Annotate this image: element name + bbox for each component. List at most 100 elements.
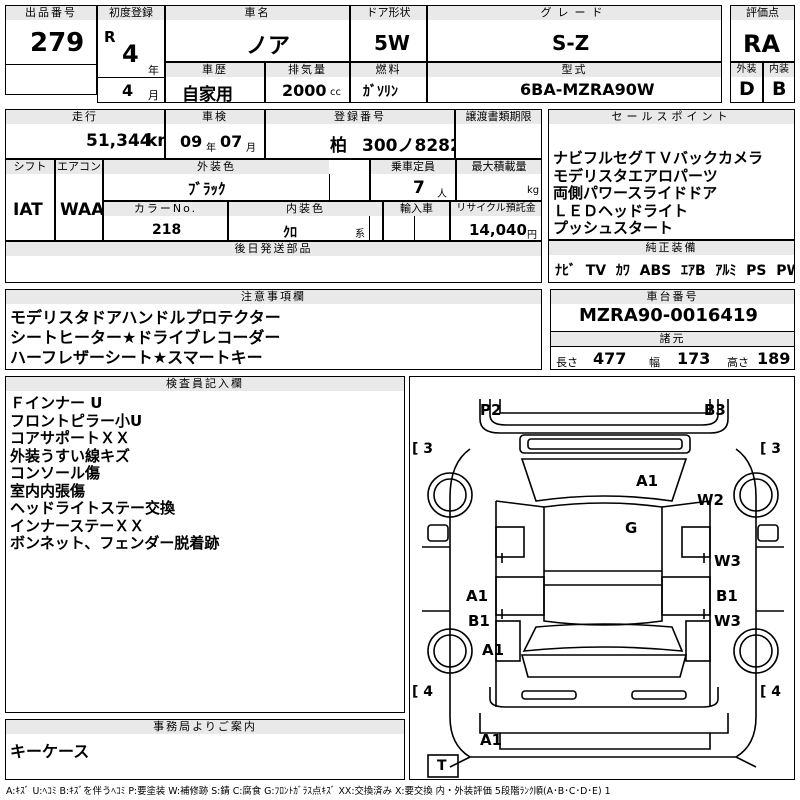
lot-cell: 出品番号 279 xyxy=(5,5,97,95)
mileage-label: 走行 xyxy=(6,110,164,124)
equipment-item: ABS xyxy=(639,263,672,279)
equipment-item: ﾅﾋﾞ xyxy=(555,263,576,279)
mileage-value: 51,344 xyxy=(86,131,152,151)
damage-mark: A1 xyxy=(466,587,489,605)
interior-color-label: 内装色 xyxy=(229,202,382,216)
length-value: 477 xyxy=(593,349,627,368)
equipment-cell: 純正装備 ﾅﾋﾞ TV ｶﾜ ABS ｴｱB ｱﾙﾐ PS PW xyxy=(548,240,795,283)
dims-label: 諸元 xyxy=(551,332,794,346)
damage-mark: W2 xyxy=(697,491,724,509)
damage-mark: A1 xyxy=(480,731,503,749)
height-value: 189 xyxy=(757,349,791,368)
legend: A:ｷｽﾞ U:ﾍｺﾐ B:ｷｽﾞを伴うﾍｺﾐ P:要塗装 W:補修跡 S:錆 … xyxy=(6,786,611,797)
history-cell: 車歴 自家用 xyxy=(165,62,265,103)
inspection-cell: 車検 09 年 07 月 xyxy=(165,109,265,159)
inspection-year: 09 xyxy=(180,132,203,151)
interior-color-unit: 系 xyxy=(355,229,365,240)
inspector-cell: 検査員記入欄 Ｆインナー U フロントピラー小U コアサポートＸＸ 外装うすい線… xyxy=(5,376,405,713)
sales-point: モデリスタエアロパーツ xyxy=(553,166,718,185)
door-value: 5W xyxy=(374,31,410,55)
damage-mark: W3 xyxy=(714,552,741,570)
interior-label: 内装 xyxy=(764,63,794,77)
color-no-value: 218 xyxy=(152,222,182,238)
recycle-value: 14,040 xyxy=(469,221,527,239)
plate-number: 300ノ8282 xyxy=(362,136,455,156)
sales-points-cell: セールスポイント ナビフルセグＴＶバックカメラ モデリスタエアロパーツ 両側パワ… xyxy=(548,109,795,240)
grade-label: グレード xyxy=(428,6,721,20)
inspector-line: インナーステーＸＸ xyxy=(10,516,145,535)
first-reg-label: 初度登録 xyxy=(98,6,164,20)
recycle-cell: リサイクル預託金 14,040 円 xyxy=(450,201,542,241)
equipment-label: 純正装備 xyxy=(549,241,794,255)
note-line: ハーフレザーシート★スマートキー xyxy=(10,348,263,367)
mileage-cell: 走行 51,344 km xyxy=(5,109,165,159)
interior-value: B xyxy=(772,78,787,100)
max-load-label: 最大積載量 xyxy=(457,160,541,174)
first-reg-month: 4 xyxy=(122,81,134,100)
transfer-label: 譲渡書類期限 xyxy=(456,110,541,124)
shift-cell: シフト IAT xyxy=(5,159,55,241)
color-value: ﾌﾞﾗｯｸ xyxy=(188,180,226,198)
inspector-line: ヘッドライトステー交換 xyxy=(10,499,176,517)
recycle-unit: 円 xyxy=(527,230,537,241)
lot-label: 出品番号 xyxy=(6,6,96,20)
grade-value: S-Z xyxy=(552,31,590,55)
plate-label: 登録番号 xyxy=(266,110,454,124)
capacity-label: 乗車定員 xyxy=(371,160,455,174)
interior-color-cell: 内装色 ｸﾛ 系 xyxy=(228,201,383,241)
aircon-label: エアコン xyxy=(56,160,102,174)
length-label: 長さ xyxy=(556,356,578,369)
damage-mark: G xyxy=(625,519,638,537)
damage-mark: B1 xyxy=(468,612,490,630)
equipment-item: ｱﾙﾐ xyxy=(715,263,737,279)
inspection-year-unit: 年 xyxy=(206,143,216,154)
first-reg-month-unit: 月 xyxy=(148,89,159,102)
score-cell: 評価点 RA xyxy=(730,5,795,62)
fuel-cell: 燃料 ｶﾞｿﾘﾝ xyxy=(350,62,427,103)
note-line: モデリスタドアハンドルプロテクター xyxy=(10,308,281,327)
aircon-value: WAA xyxy=(60,200,103,220)
model-cell: 型式 6BA-MZRA90W xyxy=(427,62,722,103)
tire-fr: [ 3 xyxy=(760,441,782,457)
displacement-cell: 排気量 2000 cc xyxy=(265,62,350,103)
inspector-line: コアサポートＸＸ xyxy=(10,429,131,447)
color-no-label: カラーNo. xyxy=(104,202,227,216)
height-label: 高さ xyxy=(727,356,749,369)
office-label: 事務局よりご案内 xyxy=(6,720,404,734)
sales-point: 両側パワースライドドア xyxy=(553,184,718,202)
inspection-month-unit: 月 xyxy=(246,143,256,154)
car-name-cell: 車名 ノア xyxy=(165,5,350,62)
car-name-label: 車名 xyxy=(166,6,349,20)
inspector-label: 検査員記入欄 xyxy=(6,377,404,391)
damage-mark: W3 xyxy=(714,612,741,630)
displacement-value: 2000 xyxy=(282,81,327,100)
car-diagram xyxy=(422,399,784,778)
inspector-line: 室内内張傷 xyxy=(10,481,86,500)
score-value: RA xyxy=(743,30,781,58)
capacity-cell: 乗車定員 7 人 xyxy=(370,159,456,201)
note-line: シートヒーター★ドライブレコーダー xyxy=(10,328,281,347)
first-reg-year-unit: 年 xyxy=(148,64,159,77)
tire-fl: [ 3 xyxy=(412,441,434,457)
equipment-item: ｴｱB xyxy=(680,263,706,279)
sales-point: ＬＥＤヘッドライト xyxy=(553,201,689,220)
transfer-cell: 譲渡書類期限 xyxy=(455,109,542,159)
chassis-value: MZRA90-0016419 xyxy=(579,305,758,326)
interior-cell: 内装 B xyxy=(763,62,795,103)
exterior-cell: 外装 D xyxy=(730,62,763,103)
capacity-value: 7 xyxy=(413,178,425,198)
tire-rr: [ 4 xyxy=(760,684,782,700)
later-parts-cell: 後日発送部品 xyxy=(5,241,542,283)
width-label: 幅 xyxy=(649,356,660,369)
aircon-cell: エアコン WAA xyxy=(55,159,103,241)
damage-mark: A1 xyxy=(482,641,505,659)
equipment-item: TV xyxy=(585,263,607,279)
history-value: 自家用 xyxy=(182,85,233,103)
equipment-item: PS xyxy=(746,263,767,279)
sales-points-label: セールスポイント xyxy=(549,110,794,124)
inspector-line: 外装うすい線キズ xyxy=(10,446,131,465)
inspection-label: 車検 xyxy=(166,110,264,124)
equipment-item: PW xyxy=(776,263,794,279)
history-label: 車歴 xyxy=(166,63,264,77)
fuel-value: ｶﾞｿﾘﾝ xyxy=(363,84,398,100)
